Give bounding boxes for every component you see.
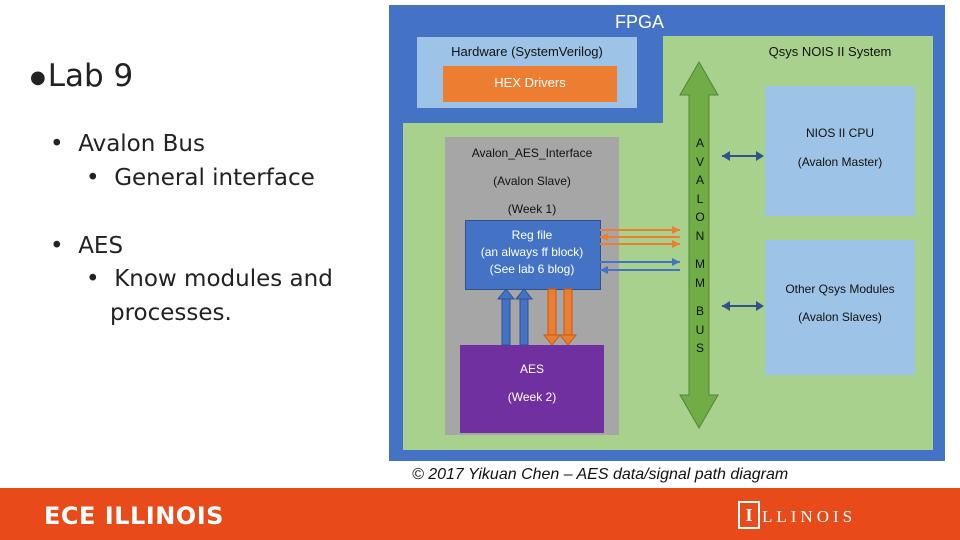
- bus-letter: V: [695, 154, 704, 169]
- reg-file-label: Reg file: [511, 228, 553, 242]
- sub-bullet-general: • General interface: [86, 165, 315, 191]
- ece-illinois-logo: ECE ILLINOIS: [44, 502, 224, 530]
- diagram-caption: © 2017 Yikuan Chen – AES data/signal pat…: [412, 466, 789, 483]
- bus-modules-arrowhead-right: [756, 301, 764, 311]
- nios-cpu-label: NIOS II CPU: [805, 126, 874, 140]
- aes-interface-title: Avalon_AES_Interface: [471, 146, 593, 160]
- aes-interface-week: (Week 1): [507, 202, 557, 216]
- other-modules-label: Other Qsys Modules: [785, 282, 895, 296]
- hex-drivers-label: HEX Drivers: [494, 75, 566, 90]
- qsys-label: Qsys NOIS II System: [768, 44, 892, 59]
- footer-bar: [0, 488, 960, 540]
- nios-cpu-master: (Avalon Master): [797, 155, 883, 169]
- sub-bullet-processes: processes.: [110, 300, 232, 326]
- avalon-bus-label: A V A L O N M M B U S: [693, 134, 707, 358]
- bus-modules-arrowhead-left: [722, 301, 730, 311]
- bullet-aes: • AES: [50, 233, 124, 259]
- sub-bullet-know: • Know modules and: [86, 266, 333, 292]
- bus-letter: U: [695, 322, 705, 337]
- reg-file-ref: (See lab 6 blog): [489, 262, 575, 276]
- bullet-avalon: • Avalon Bus: [50, 131, 205, 157]
- reg-file-box: [465, 220, 601, 290]
- bus-cpu-arrowhead-left: [722, 151, 730, 161]
- illinois-wordmark: LLINOIS: [762, 507, 857, 526]
- slide-title: ●Lab 9: [30, 58, 134, 94]
- bus-letter: A: [695, 136, 704, 150]
- aes-week: (Week 2): [507, 390, 557, 404]
- bus-letter: L: [696, 191, 704, 206]
- avalon-bus-arrow: [679, 60, 719, 430]
- other-modules-slaves: (Avalon Slaves): [798, 310, 882, 324]
- nios-cpu-box: [765, 86, 915, 216]
- bus-letter: M: [695, 275, 705, 290]
- bus-letter: N: [695, 228, 705, 243]
- bus-letter: A: [695, 173, 704, 187]
- reg-aes-arrows: [496, 288, 578, 346]
- bus-letter: S: [695, 341, 704, 355]
- bus-letter-gap: [693, 292, 707, 302]
- bus-letter: O: [695, 210, 705, 224]
- bus-letter-gap: [693, 245, 707, 255]
- illinois-block-i-icon: I: [738, 501, 760, 529]
- fpga-label: FPGA: [614, 12, 664, 32]
- reg-file-desc: (an always ff block): [480, 245, 584, 259]
- other-modules-box: [765, 240, 915, 375]
- reg-bus-arrows: [600, 226, 680, 274]
- title-bullet-icon: ●: [30, 67, 46, 88]
- bus-letter: M: [695, 257, 705, 271]
- aes-label: AES: [519, 362, 544, 376]
- hardware-label: Hardware (SystemVerilog): [451, 44, 603, 59]
- hex-drivers-box: [443, 66, 617, 102]
- bus-letter: B: [695, 304, 704, 318]
- aes-interface-slave: (Avalon Slave): [493, 174, 571, 188]
- aes-box: [460, 345, 604, 433]
- bus-cpu-arrowhead-right: [756, 151, 764, 161]
